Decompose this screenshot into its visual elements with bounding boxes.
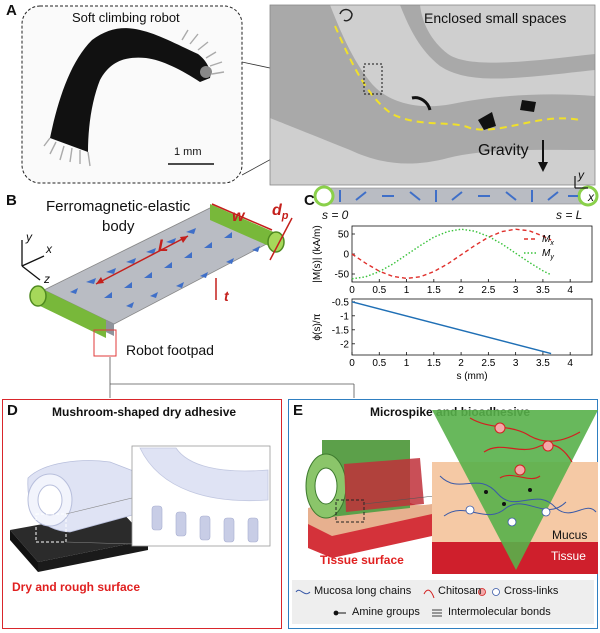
x-tick-label: 2.5 [481,358,495,369]
x-tick-label: 3.5 [536,358,550,369]
strip-axis-y: y [578,168,584,182]
axis-x-label: x [46,242,52,256]
y-tick-label: -1.5 [332,325,350,336]
x-tick-label: 1 [404,358,410,369]
x-tick-label: 0.5 [372,285,386,296]
series-line-1 [351,228,552,280]
panel-b-letter: B [6,192,17,209]
enclosed-spaces-label: Enclosed small spaces [424,10,567,26]
robot-photo-title: Soft climbing robot [72,10,180,25]
axis-z-label: z [44,272,50,286]
legend-label-sub-0: x [549,240,554,247]
x-tick-label: 1 [404,285,410,296]
legend-amine: Amine groups [352,606,420,618]
series-line-0 [351,228,552,280]
legend-crosslinks: Cross-links [504,585,559,597]
dim-dp-sub: p [281,210,289,223]
y-tick-label: -1 [340,311,349,322]
x-tick-label: 2.5 [481,285,495,296]
legend-chitosan: Chitosan [438,585,482,597]
panel-d-title: Mushroom-shaped dry adhesive [52,405,237,419]
x-tick-label: 0 [349,285,355,296]
s0-label: s = 0 [322,208,349,222]
dim-dp-label: dp [272,202,289,222]
y-axis-label: |M(s)| (kA/m) [312,225,323,282]
y-tick-label: 0 [343,250,349,261]
x-tick-label: 3 [513,358,519,369]
plot-frame [351,298,593,356]
panel-d-frame [2,399,282,629]
x-tick-label: 0 [349,358,355,369]
x-tick-label: 0.5 [372,358,386,369]
dim-t-label: t [224,288,229,304]
sl-label: s = L [556,208,583,222]
body-label-line1: Ferromagnetic-elastic [46,198,191,215]
panel-d-letter: D [7,402,18,419]
y-tick-label: -50 [335,270,350,281]
x-tick-label: 2 [458,285,464,296]
scale-bar-label: 1 mm [174,146,202,158]
y-tick-label: 50 [338,230,350,241]
legend-label-sub-1: y [549,254,554,261]
x-tick-label: 2 [458,358,464,369]
x-tick-label: 4 [567,285,573,296]
y-tick-label: -2 [340,339,349,350]
x-tick-label: 3 [513,285,519,296]
dim-l-label: L [158,236,169,255]
dim-dp-main: d [272,202,282,219]
series-line-0 [351,301,552,355]
tissue-surface-label: Tissue surface [320,553,404,567]
body-label-line2: body [102,218,135,235]
x-tick-label: 3.5 [536,285,550,296]
footpad-label: Robot footpad [126,342,214,358]
axis-y-label: y [26,230,32,244]
y-axis-label: ϕ(s)/π [312,313,323,340]
x-tick-label: 1.5 [427,358,441,369]
mucus-label: Mucus [552,528,588,542]
panel-a-letter: A [6,2,17,19]
tissue-label: Tissue [551,549,586,563]
legend-intermolecular: Intermolecular bonds [448,606,551,618]
legend-mucosa: Mucosa long chains [314,585,412,597]
panel-c-letter: C [304,192,315,209]
y-tick-label: -0.5 [332,297,350,308]
x-tick-label: 1.5 [427,285,441,296]
strip-axis-x: x [588,190,594,204]
gravity-label: Gravity [478,142,529,159]
x-tick-label: 4 [567,358,573,369]
dim-w-label: w [232,208,245,225]
panel-e-letter: E [293,402,304,419]
dry-surface-label: Dry and rough surface [12,580,141,594]
x-axis-label: s (mm) [456,371,487,382]
